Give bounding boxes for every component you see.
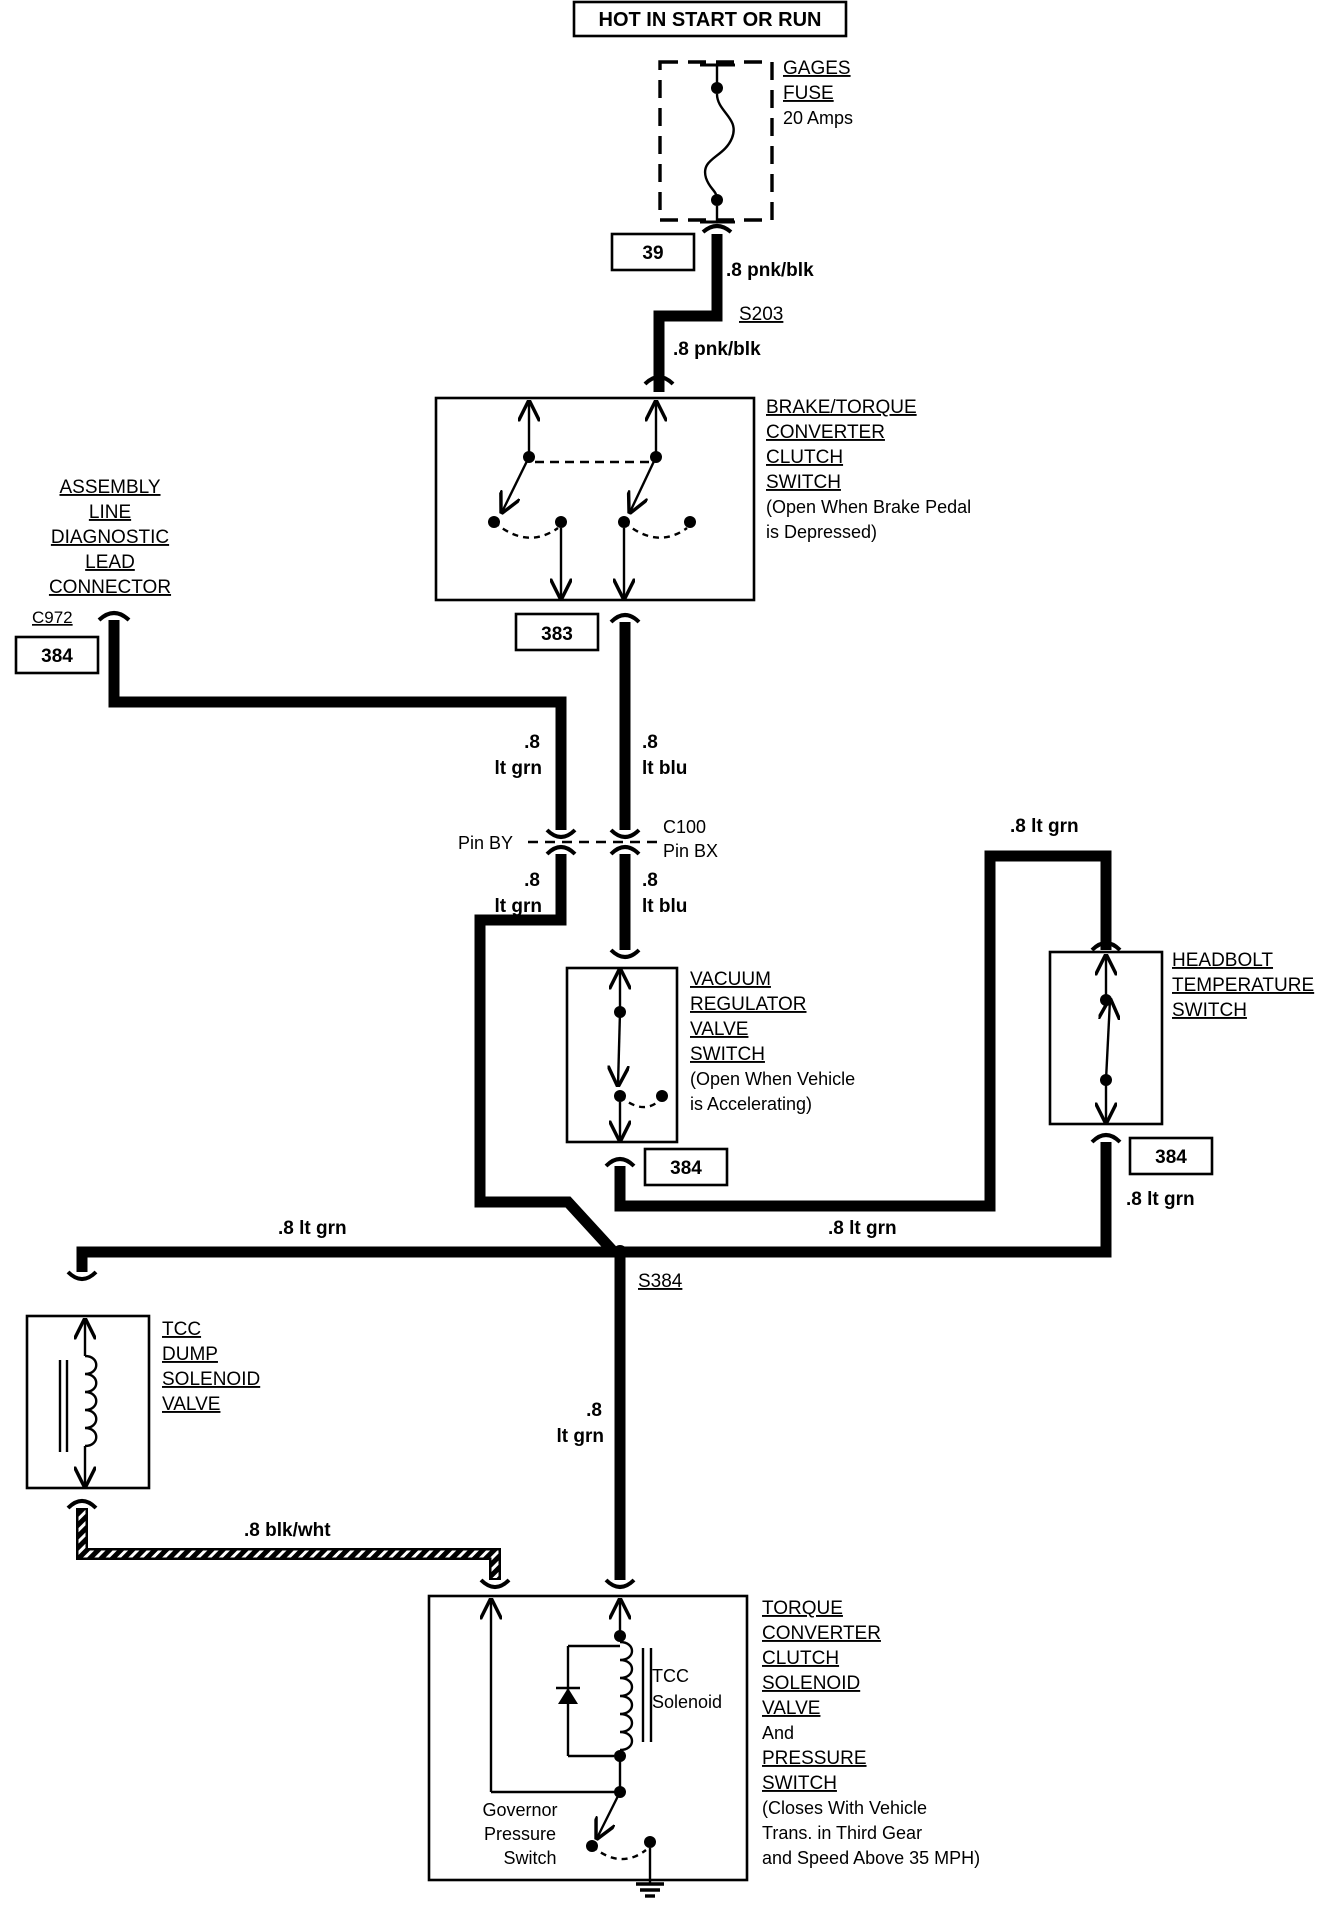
aldl-ref: 384: [41, 646, 73, 667]
headbolt-switch-label-1: HEADBOLT: [1172, 950, 1273, 971]
aldl-label-5: CONNECTOR: [49, 577, 171, 598]
tcc-solenoid-text-2: Solenoid: [652, 1692, 722, 1712]
wire-label-w8: .8 lt grn: [278, 1218, 347, 1239]
headbolt-switch-ref: 384: [1155, 1147, 1187, 1168]
tcc-dump-label-1: TCC: [162, 1319, 201, 1340]
wire-label-w2: .8 pnk/blk: [673, 339, 761, 360]
tcc-valve-and: And: [762, 1723, 794, 1743]
gov-switch-text-3: Switch: [503, 1848, 556, 1868]
tcc-valve-label-4: SOLENOID: [762, 1673, 860, 1694]
wire-label-w4-top: .8: [642, 732, 658, 753]
headbolt-switch-label-2: TEMPERATURE: [1172, 975, 1314, 996]
brake-switch-ref: 383: [541, 624, 573, 645]
wire-blk-wht: [76, 1508, 501, 1580]
wire-label-w11-top: .8: [586, 1400, 602, 1421]
fuse-label-line2: FUSE: [783, 83, 834, 104]
vacuum-switch-label-4: SWITCH: [690, 1044, 765, 1065]
wire-label-w9: .8 lt grn: [828, 1218, 897, 1239]
wire-label-w12: .8 blk/wht: [244, 1520, 331, 1541]
wire-label-w4-bot: lt blu: [642, 758, 687, 779]
c100-pin-by: Pin BY: [458, 833, 513, 853]
wire-label-w1: .8 pnk/blk: [726, 260, 814, 281]
wire-labels: .8 pnk/blk .8 pnk/blk .8 lt grn .8 lt bl…: [244, 260, 1195, 1541]
vacuum-switch: VACUUM REGULATOR VALVE SWITCH (Open When…: [565, 966, 855, 1187]
vacuum-switch-label-1: VACUUM: [690, 969, 771, 990]
tcc-dump-label-4: VALVE: [162, 1394, 220, 1415]
tcc-valve-label-6: PRESSURE: [762, 1748, 867, 1769]
vacuum-switch-note-1: (Open When Vehicle: [690, 1069, 855, 1089]
tcc-solenoid-valve: TCC Solenoid Governor Pressure Switch TO…: [427, 1594, 980, 1898]
gages-fuse: GAGES FUSE 20 Amps 39: [610, 58, 853, 272]
headbolt-switch: HEADBOLT TEMPERATURE SWITCH 384: [1048, 950, 1314, 1176]
headbolt-switch-label-3: SWITCH: [1172, 1000, 1247, 1021]
tcc-valve-label-7: SWITCH: [762, 1773, 837, 1794]
gov-switch-text-2: Pressure: [484, 1824, 556, 1844]
power-source-header: HOT IN START OR RUN: [572, 0, 848, 38]
wire-lt-grn-aldl: [108, 620, 567, 830]
wire-label-w11-bot: lt grn: [557, 1426, 605, 1447]
connector-ends: [66, 224, 1122, 1589]
aldl-connector-id: C972: [32, 608, 73, 627]
connector-c100: Pin BY C100 Pin BX: [458, 817, 718, 861]
wire-pnk-blk: [653, 234, 723, 392]
wire-lt-grn-bus: [76, 1142, 1112, 1272]
aldl-label-1: ASSEMBLY: [59, 477, 160, 498]
wire-label-w10: .8 lt grn: [1126, 1189, 1195, 1210]
tcc-valve-note-2: Trans. in Third Gear: [762, 1823, 922, 1843]
wire-label-w5-bot: lt grn: [495, 896, 543, 917]
brake-switch-label-3: CLUTCH: [766, 447, 843, 468]
wire-lt-grn-vacuum: [614, 850, 1112, 1212]
tcc-valve-note-3: and Speed Above 35 MPH): [762, 1848, 980, 1868]
tcc-dump-solenoid: TCC DUMP SOLENOID VALVE: [25, 1314, 260, 1490]
brake-switch-label-4: SWITCH: [766, 472, 841, 493]
vacuum-switch-note-2: is Accelerating): [690, 1094, 812, 1114]
c100-name: C100: [663, 817, 706, 837]
brake-switch-note-2: is Depressed): [766, 522, 877, 542]
wires: [76, 234, 1112, 1580]
tcc-dump-label-2: DUMP: [162, 1344, 218, 1365]
wire-label-w5-top: .8: [524, 870, 540, 891]
wire-label-w6-bot: lt blu: [642, 896, 687, 917]
brake-switch: BRAKE/TORQUE CONVERTER CLUTCH SWITCH (Op…: [434, 396, 971, 652]
tcc-solenoid-text-1: TCC: [652, 1666, 689, 1686]
c100-pin-bx: Pin BX: [663, 841, 718, 861]
aldl-label-4: LEAD: [85, 552, 135, 573]
aldl-label-2: LINE: [89, 502, 131, 523]
brake-switch-label-2: CONVERTER: [766, 422, 885, 443]
brake-switch-label-1: BRAKE/TORQUE: [766, 397, 917, 418]
aldl-label-3: DIAGNOSTIC: [51, 527, 169, 548]
power-header-text: HOT IN START OR RUN: [599, 9, 822, 31]
tcc-valve-label-1: TORQUE: [762, 1598, 843, 1619]
wire-lt-grn-c100: [474, 854, 617, 1254]
wire-label-w6-top: .8: [642, 870, 658, 891]
tcc-valve-label-5: VALVE: [762, 1698, 820, 1719]
aldl-connector: ASSEMBLY LINE DIAGNOSTIC LEAD CONNECTOR …: [14, 477, 171, 675]
tcc-valve-label-3: CLUTCH: [762, 1648, 839, 1669]
tcc-dump-label-3: SOLENOID: [162, 1369, 260, 1390]
fuse-rating: 20 Amps: [783, 108, 853, 128]
brake-switch-note-1: (Open When Brake Pedal: [766, 497, 971, 517]
vacuum-switch-label-2: REGULATOR: [690, 994, 807, 1015]
vacuum-switch-ref: 384: [670, 1158, 702, 1179]
fuse-ref-box: 39: [642, 243, 663, 264]
wire-label-w3-top: .8: [524, 732, 540, 753]
gov-switch-text-1: Governor: [482, 1800, 557, 1820]
fuse-label-line1: GAGES: [783, 58, 851, 79]
splice-s384: S384: [638, 1271, 683, 1292]
splice-s384-dot: [613, 1245, 627, 1259]
splice-s203: S203: [739, 304, 783, 325]
vacuum-switch-label-3: VALVE: [690, 1019, 748, 1040]
tcc-valve-note-1: (Closes With Vehicle: [762, 1798, 927, 1818]
wire-label-w7: .8 lt grn: [1010, 816, 1079, 837]
wire-label-w3-bot: lt grn: [495, 758, 543, 779]
tcc-valve-label-2: CONVERTER: [762, 1623, 881, 1644]
